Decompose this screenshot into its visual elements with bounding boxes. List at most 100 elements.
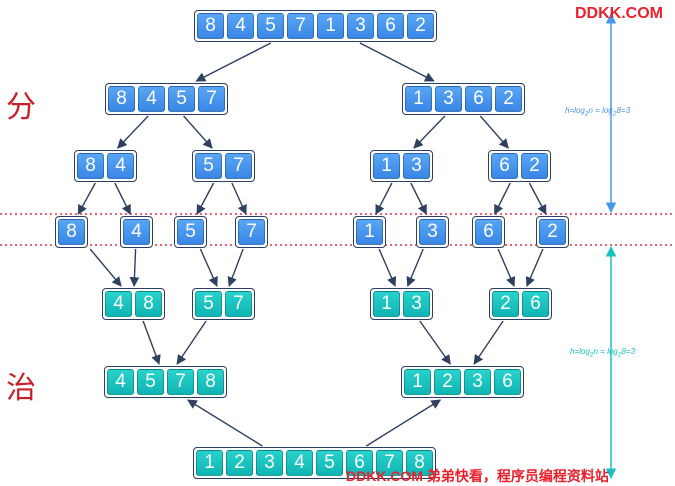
edge-arrow: [419, 320, 451, 365]
array-cell: 6: [494, 369, 521, 395]
array-cell: 4: [107, 369, 134, 395]
array-cell: 4: [107, 153, 134, 179]
array-cell: 2: [492, 291, 519, 317]
edge-arrow: [365, 399, 442, 447]
phase-label-divide: 分: [6, 90, 36, 125]
array-leaf-7: 6: [472, 216, 505, 248]
array-cell: 5: [316, 450, 343, 476]
edge-arrow: [142, 320, 161, 365]
edge-arrow: [117, 115, 149, 149]
edge-arrow: [183, 115, 213, 149]
array-cell: 4: [227, 13, 254, 39]
edge-arrows: [77, 42, 547, 447]
array-cell: 4: [286, 450, 313, 476]
array-cell: 1: [317, 13, 344, 39]
edge-arrow: [479, 115, 509, 149]
array-cell: 1: [404, 369, 431, 395]
edge-arrow: [375, 182, 393, 215]
edge-arrow: [406, 248, 424, 287]
phase-label-conquer: 治: [6, 371, 36, 406]
array-cell: 7: [167, 369, 194, 395]
array-cell: 7: [198, 86, 225, 112]
array-cell: 5: [137, 369, 164, 395]
edge-arrow: [410, 182, 427, 215]
array-cell: 1: [196, 450, 223, 476]
array-cell: 8: [197, 369, 224, 395]
edge-arrow: [196, 182, 215, 215]
edge-arrow: [195, 42, 272, 82]
array-cell: 2: [226, 450, 253, 476]
edge-arrow: [494, 182, 511, 215]
edge-arrow: [129, 248, 140, 287]
array-cell: 6: [465, 86, 492, 112]
edge-arrow: [199, 248, 218, 287]
array-cell: 7: [225, 291, 252, 317]
edge-arrow: [473, 320, 504, 365]
array-cell: 1: [373, 153, 400, 179]
array-cell: 6: [475, 219, 502, 245]
edge-arrow: [497, 248, 516, 287]
array-cell: 6: [346, 450, 373, 476]
array-leaf-6: 3: [416, 216, 449, 248]
array-cell: 7: [287, 13, 314, 39]
edge-arrow: [176, 320, 207, 365]
edge-arrow: [114, 182, 131, 215]
array-cell: 1: [356, 219, 383, 245]
array-cell: 1: [373, 291, 400, 317]
array-cell: 2: [539, 219, 566, 245]
array-leaf-8: 2: [536, 216, 569, 248]
watermark-bottom: DDKK.COM 弟弟快看，程序员编程资料站: [346, 468, 609, 484]
array-leaf-4: 7: [235, 216, 268, 248]
array-cell: 5: [168, 86, 195, 112]
edge-arrow: [525, 248, 544, 287]
edge-arrow: [528, 182, 547, 215]
array-cell: 2: [521, 153, 548, 179]
array-cell: 4: [105, 291, 132, 317]
array-cell: 8: [58, 219, 85, 245]
edge-arrow: [89, 248, 122, 287]
array-cell: 6: [491, 153, 518, 179]
edge-arrow: [378, 248, 397, 287]
array-cell: 3: [256, 450, 283, 476]
edge-arrow: [231, 182, 247, 215]
array-cell: 3: [419, 219, 446, 245]
array-cell: 2: [407, 13, 434, 39]
array-cell: 1: [405, 86, 432, 112]
array-cell: 5: [195, 153, 222, 179]
array-cell: 5: [257, 13, 284, 39]
edge-arrow: [187, 399, 263, 447]
array-cell: 8: [406, 450, 433, 476]
edge-arrow: [227, 248, 244, 287]
array-leaf-2: 4: [120, 216, 153, 248]
array-cell: 8: [77, 153, 104, 179]
edge-arrow: [359, 42, 435, 82]
edge-arrow: [413, 115, 446, 149]
array-cell: 5: [195, 291, 222, 317]
watermark-top: DDKK.COM: [575, 5, 663, 22]
array-cell: 4: [138, 86, 165, 112]
array-cell: 5: [177, 219, 204, 245]
array-leaf-5: 1: [353, 216, 386, 248]
array-leaf-1: 8: [55, 216, 88, 248]
edge-arrow: [77, 182, 96, 215]
array-cell: 8: [108, 86, 135, 112]
array-cell: 6: [522, 291, 549, 317]
array-leaf-3: 5: [174, 216, 207, 248]
array-cell: 3: [403, 291, 430, 317]
array-cell: 7: [238, 219, 265, 245]
array-cell: 7: [376, 450, 403, 476]
height-label-divide: h=log2n = log28=3: [565, 106, 631, 118]
